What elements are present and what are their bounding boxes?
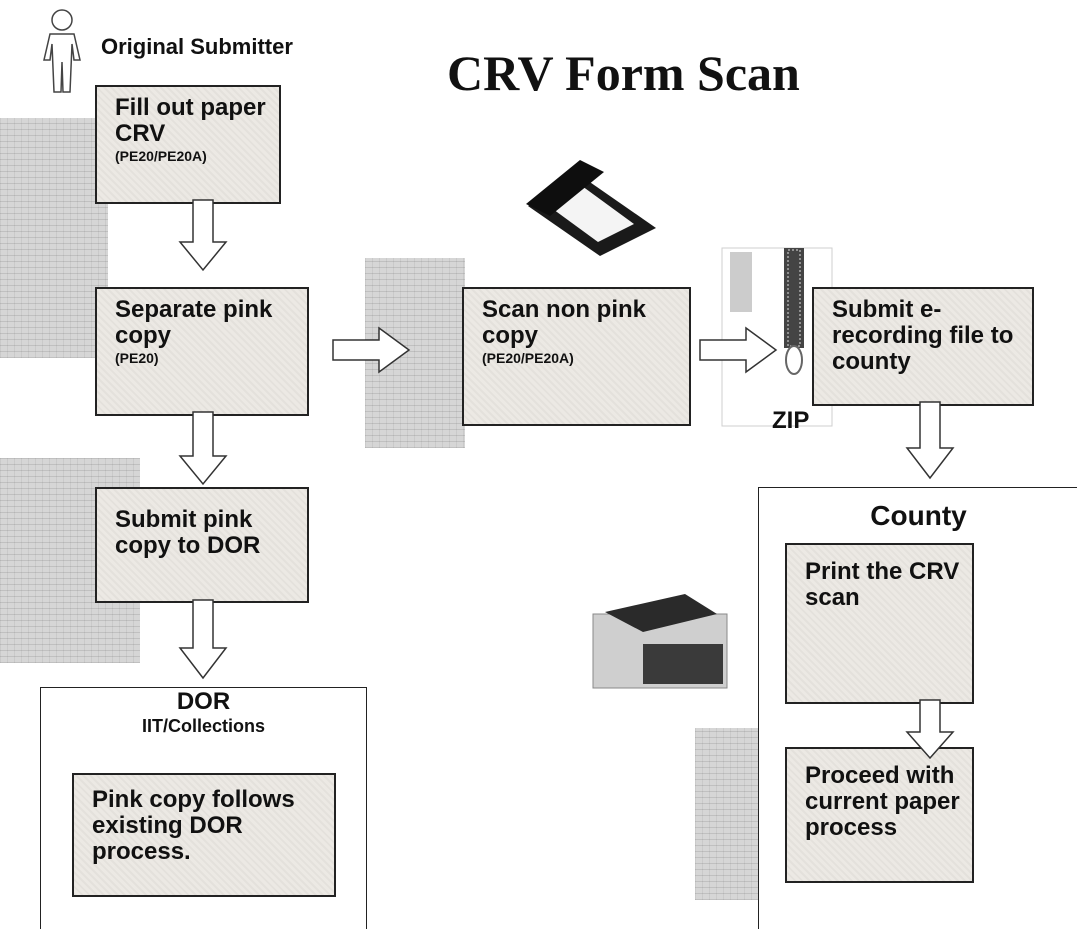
dor-panel-subtitle: IIT/Collections [141,716,265,736]
arrow-down-4 [905,401,955,480]
separate-pink-copy-box: Separate pink copy (PE20) [95,287,309,416]
scan-non-pink-copy-text: Scan non pink copy [482,296,647,349]
county-panel-title: County [870,500,967,531]
scanner-icon [526,160,656,256]
arrow-right-2 [699,326,778,374]
submit-e-recording-text: Submit e-recording file to county [832,296,1014,375]
proceed-paper-process-text: Proceed with current paper process [805,762,960,841]
submit-e-recording-box: Submit e-recording file to county [812,287,1034,406]
person-icon [43,9,81,93]
separate-pink-copy-text: Separate pink copy [115,296,273,349]
zip-label: ZIP [772,407,810,434]
arrow-down-5 [905,699,955,760]
arrow-down-1 [178,199,228,272]
fill-out-crv-text: Fill out paper CRV [115,94,266,147]
pink-copy-follows-box: Pink copy follows existing DOR process. [72,773,336,897]
document-image-1 [0,118,108,358]
print-crv-scan-text: Print the CRV scan [805,558,960,611]
fill-out-crv-box: Fill out paper CRV (PE20/PE20A) [95,85,281,204]
pink-copy-follows-text: Pink copy follows existing DOR process. [92,786,295,865]
arrow-right-1 [332,326,411,374]
page-title: CRV Form Scan [447,45,800,101]
actor-label: Original Submitter [101,34,293,59]
scan-non-pink-copy-sub: (PE20/PE20A) [482,350,574,366]
submit-pink-copy-text: Submit pink copy to DOR [115,506,261,559]
submit-pink-copy-box: Submit pink copy to DOR [95,487,309,603]
arrow-down-3 [178,599,228,680]
fill-out-crv-sub: (PE20/PE20A) [115,148,207,164]
scan-non-pink-copy-box: Scan non pink copy (PE20/PE20A) [462,287,691,426]
print-crv-scan-box: Print the CRV scan [785,543,974,704]
printer-icon [592,594,728,689]
proceed-paper-process-box: Proceed with current paper process [785,747,974,883]
separate-pink-copy-sub: (PE20) [115,350,159,366]
arrow-down-2 [178,411,228,486]
dor-panel-title: DOR [176,688,231,715]
